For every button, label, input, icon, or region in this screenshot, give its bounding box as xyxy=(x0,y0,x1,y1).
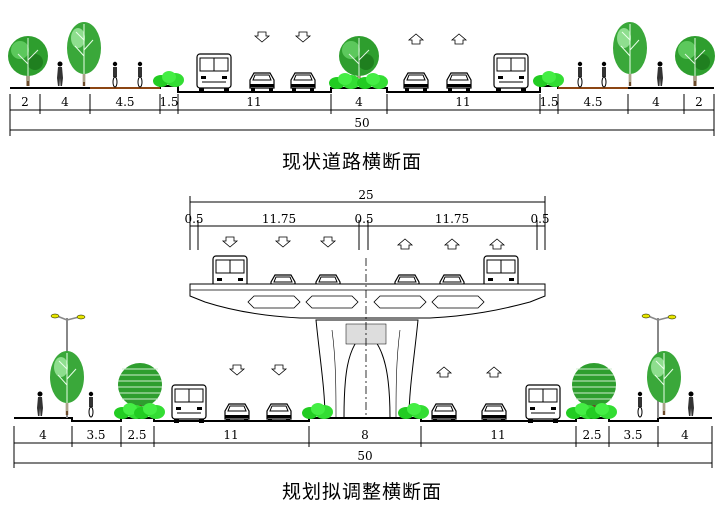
car-icon xyxy=(224,403,250,423)
direction-arrow-icon xyxy=(451,33,467,45)
tree-icon xyxy=(7,35,49,87)
dim-label: 4.5 xyxy=(115,95,134,109)
planned-road-profile xyxy=(14,417,712,422)
direction-arrow-icon xyxy=(408,33,424,45)
car-icon xyxy=(266,403,292,423)
current-section-title: 现状道路横断面 xyxy=(282,151,423,173)
dim-label: 4.5 xyxy=(583,95,602,109)
car-icon xyxy=(290,72,316,92)
dim-label: 11 xyxy=(490,428,505,442)
dim-label: 0.5 xyxy=(530,212,549,226)
dim-label: 11 xyxy=(246,95,261,109)
direction-arrow-icon xyxy=(295,31,311,43)
direction-arrow-icon xyxy=(320,236,336,248)
planned-section-title: 规划拟调整横断面 xyxy=(282,481,443,503)
direction-arrow-icon xyxy=(397,238,413,250)
cyclist-icon xyxy=(601,61,607,88)
dim-label: 4 xyxy=(652,95,660,109)
pedestrian-icon xyxy=(688,391,694,416)
dim-label: 4 xyxy=(681,428,689,442)
bus-icon xyxy=(493,53,529,93)
upper-total-label: 25 xyxy=(358,188,373,202)
dim-label: 11.75 xyxy=(435,212,469,226)
direction-arrow-icon xyxy=(275,236,291,248)
total-width-label: 50 xyxy=(354,116,369,130)
dim-label: 11.75 xyxy=(262,212,296,226)
dim-label: 0.5 xyxy=(354,212,373,226)
direction-arrow-icon xyxy=(486,366,502,378)
tree-icon xyxy=(646,350,682,416)
dim-label: 3.5 xyxy=(86,428,105,442)
tree-icon xyxy=(49,350,85,416)
tree-icon xyxy=(66,21,102,87)
tree-icon xyxy=(674,35,716,87)
dim-label: 3.5 xyxy=(623,428,642,442)
dim-label: 0.5 xyxy=(184,212,203,226)
tree-icon xyxy=(612,21,648,87)
bus-icon xyxy=(196,53,232,93)
shrub-icon xyxy=(153,71,184,87)
car-icon xyxy=(403,72,429,92)
car-icon xyxy=(446,72,472,92)
total-width-label: 50 xyxy=(357,449,372,463)
direction-arrow-icon xyxy=(436,366,452,378)
dim-label: 4 xyxy=(39,428,47,442)
dim-label: 4 xyxy=(61,95,69,109)
cyclist-icon xyxy=(137,61,143,88)
dim-label: 11 xyxy=(223,428,238,442)
pedestrian-icon xyxy=(37,391,43,416)
bus-icon xyxy=(525,384,561,424)
direction-arrow-icon xyxy=(271,364,287,376)
car-icon xyxy=(249,72,275,92)
direction-arrow-icon xyxy=(444,238,460,250)
pedestrian-icon xyxy=(57,61,63,86)
cyclist-icon xyxy=(637,391,643,418)
dim-label: 2.5 xyxy=(127,428,146,442)
planned-section: 25 0.5 11.75 0.5 11.75 0.5 xyxy=(13,188,713,468)
dim-label: 8 xyxy=(361,428,369,442)
bus-icon xyxy=(171,384,207,424)
dim-label: 1.5 xyxy=(539,95,558,109)
shrub-icon xyxy=(533,71,564,87)
direction-arrow-icon xyxy=(229,364,245,376)
cyclist-icon xyxy=(88,391,94,418)
direction-arrow-icon xyxy=(254,31,270,43)
cyclist-icon xyxy=(577,61,583,88)
dim-label: 1.5 xyxy=(159,95,178,109)
dim-label: 2 xyxy=(695,95,703,109)
car-icon xyxy=(481,403,507,423)
direction-arrow-icon xyxy=(222,236,238,248)
dim-label: 2 xyxy=(21,95,29,109)
dim-label: 4 xyxy=(355,95,363,109)
dim-label: 2.5 xyxy=(582,428,601,442)
current-section: 2 4 4.5 1.5 11 4 11 1.5 4.5 4 2 50 xyxy=(7,21,716,136)
viaduct-deck xyxy=(189,283,546,319)
cyclist-icon xyxy=(112,61,118,88)
car-icon xyxy=(431,403,457,423)
pedestrian-icon xyxy=(657,61,663,86)
direction-arrow-icon xyxy=(489,238,505,250)
dim-label: 11 xyxy=(455,95,470,109)
